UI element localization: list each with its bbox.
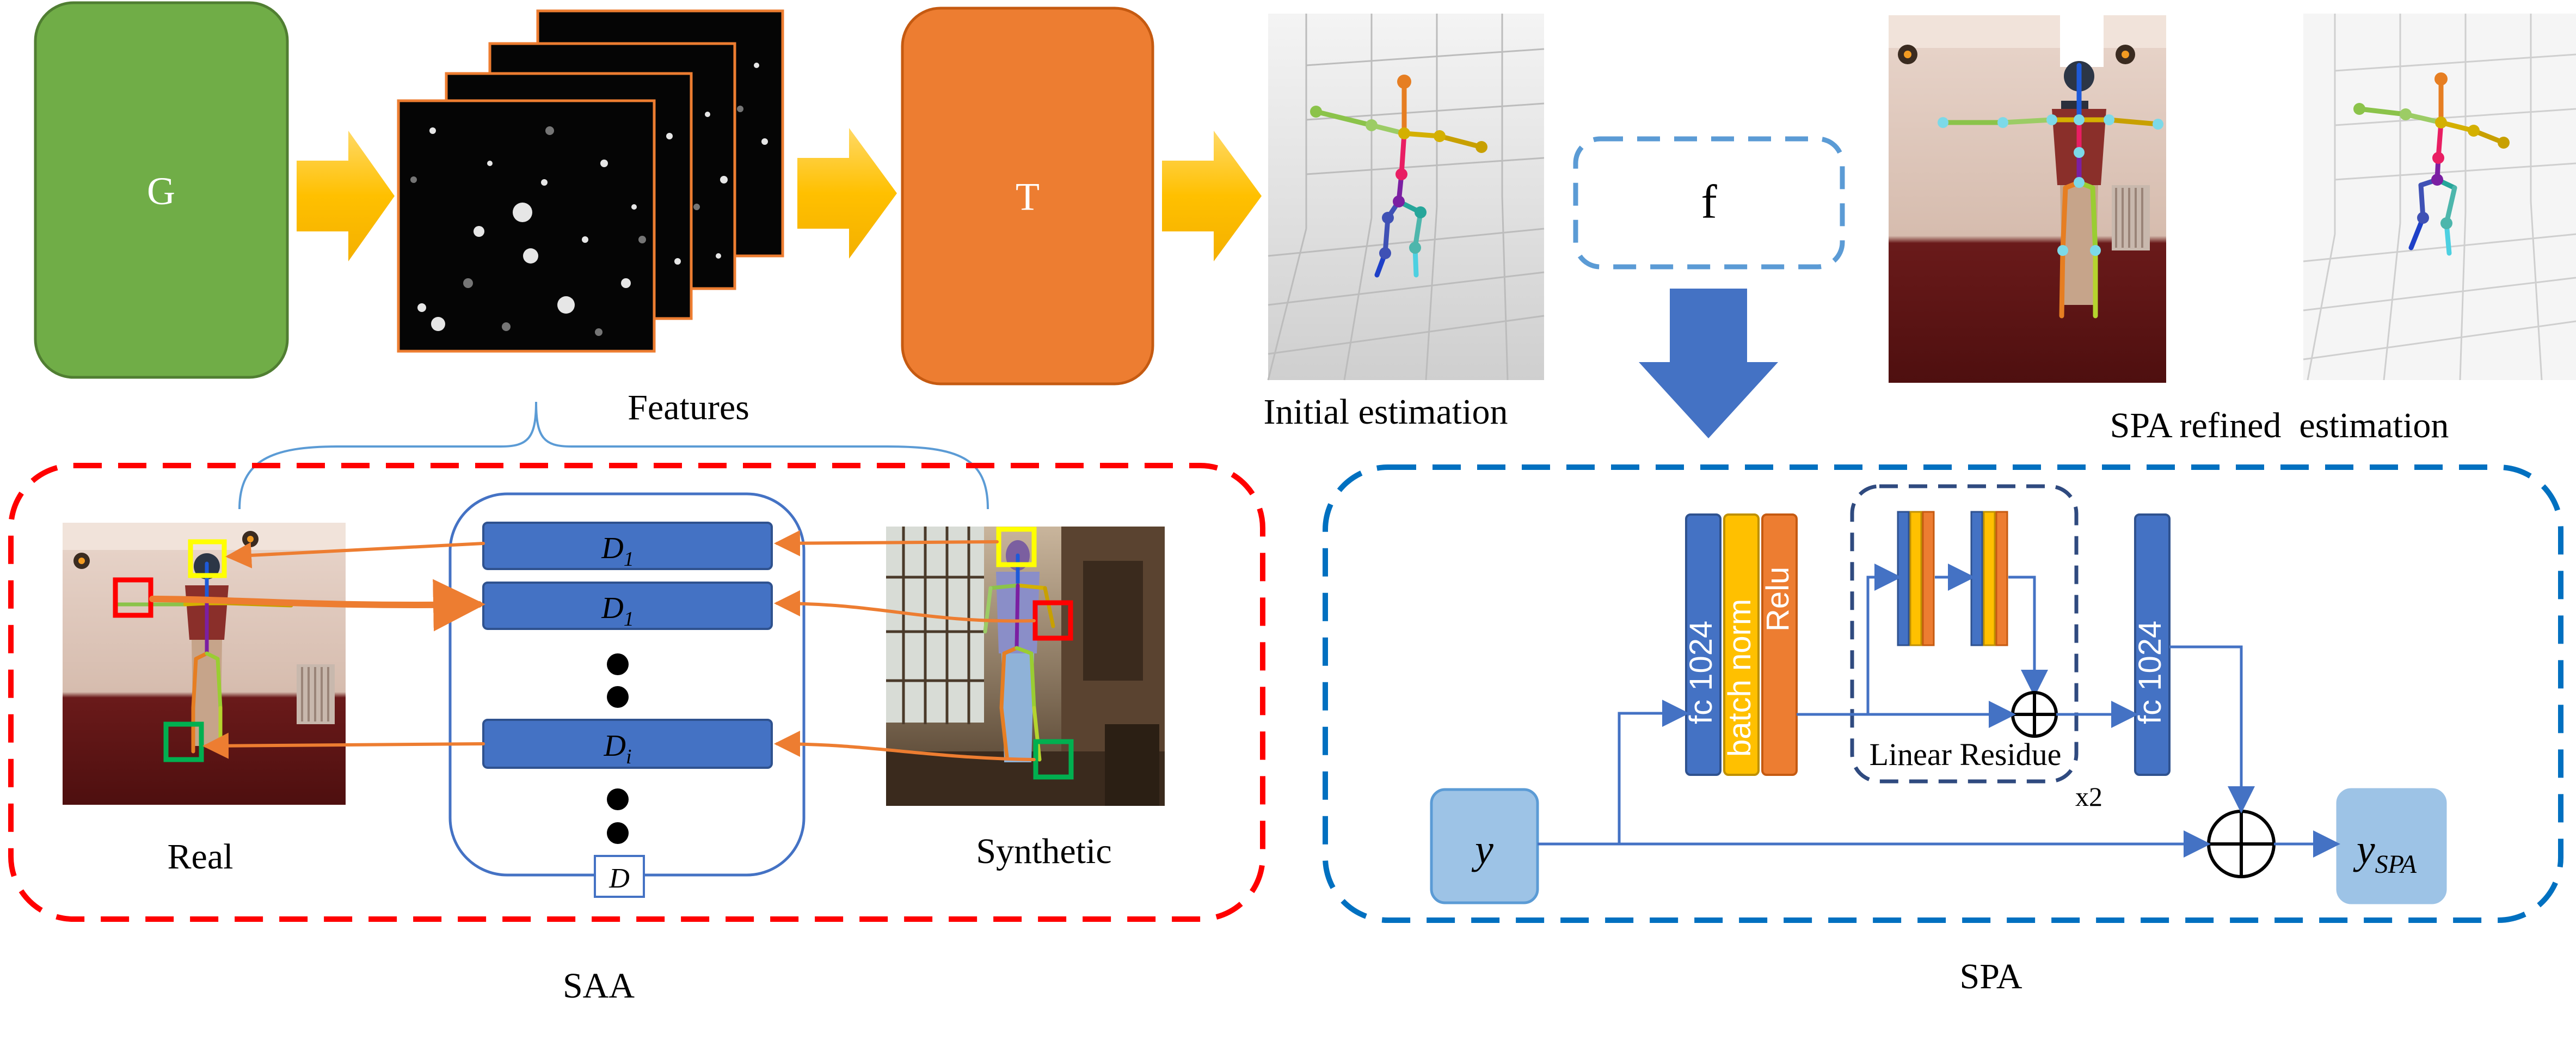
transform-block [901, 7, 1154, 386]
refined-estimation-plot [2303, 14, 2576, 381]
skip-plus-node [2207, 810, 2276, 878]
relu-label: Relu [1760, 567, 1796, 632]
connector-y-to-fc [1618, 700, 1689, 844]
transform-label: T [1016, 175, 1040, 218]
connector-real-head-d1 [225, 542, 485, 568]
fc1024-left-label: fc 1024 [1683, 621, 1719, 724]
spa-section-border [1323, 464, 2563, 923]
connector-real-foot-di [202, 732, 485, 759]
ellipsis-dot [607, 822, 629, 844]
ellipsis-dot [607, 686, 629, 708]
connector-synth-foot-di [774, 731, 1036, 761]
discriminator-group-label-box [594, 855, 645, 898]
input-y-box [1430, 788, 1539, 904]
flow-arrow-1 [297, 131, 395, 261]
mini-block-group-1 [1897, 511, 1935, 646]
output-yspa-box [2336, 788, 2447, 904]
repeat-label: x2 [2075, 781, 2102, 812]
flow-arrow-2 [797, 128, 897, 259]
synthetic-caption: Synthetic [976, 831, 1111, 871]
svg-text:D1: D1 [601, 531, 634, 571]
f-function-box [1573, 136, 1845, 270]
features-brace [238, 401, 989, 510]
mini-block-group-2 [1970, 511, 2008, 646]
connector-synth-hand-d1 [774, 590, 1036, 623]
batchnorm-block [1723, 513, 1760, 776]
feature-maps-stack [397, 9, 784, 353]
output-yspa-label: ySPA [2353, 827, 2417, 879]
ellipsis-dot [607, 788, 629, 810]
residue-connector-1 [1866, 564, 1902, 713]
residue-plus-node [2011, 691, 2058, 738]
discriminator-i: Di [482, 719, 773, 769]
f-function-label: f [1701, 176, 1717, 229]
real-caption: Real [168, 837, 233, 877]
connector-real-hand-d1 [149, 579, 485, 632]
input-y-label: y [1471, 827, 1493, 872]
batchnorm-label: batch norm [1722, 599, 1757, 757]
linear-residue-box [1850, 484, 2079, 784]
saa-section-border [8, 463, 1265, 922]
linear-residue-label: Linear Residue [1870, 737, 2062, 772]
svg-text:D1: D1 [601, 591, 634, 631]
refined-photo [1889, 15, 2166, 383]
flow-arrow-3 [1162, 131, 1262, 261]
features-caption: Features [628, 388, 749, 427]
real-photo [63, 523, 346, 805]
discriminator-2: D1 [482, 582, 773, 631]
discriminator-1: D1 [482, 522, 773, 571]
initial-estimation-caption: Initial estimation [1263, 392, 1508, 432]
generator-label: G [147, 169, 175, 213]
svg-text:Di: Di [603, 729, 631, 768]
generator-block [34, 1, 289, 379]
connector-synth-head-d1 [774, 530, 999, 556]
spa-section-caption: SPA [1959, 957, 2022, 996]
discriminator-group-label: D [608, 863, 630, 894]
refined-estimation-caption: SPA refined estimation [2110, 406, 2449, 445]
saa-section-caption: SAA [563, 966, 635, 1006]
fc1024-right-block [2134, 513, 2171, 776]
ellipsis-dot [607, 653, 629, 675]
residue-connector-3 [2008, 576, 2048, 697]
down-arrow-to-spa [1639, 289, 1778, 438]
connector-fc-to-skip [2169, 645, 2255, 813]
initial-estimation-plot [1267, 14, 1545, 381]
relu-block [1761, 513, 1798, 776]
fc1024-right-label: fc 1024 [2132, 621, 2168, 724]
fc1024-left-block [1685, 513, 1722, 776]
synthetic-photo [886, 527, 1165, 806]
